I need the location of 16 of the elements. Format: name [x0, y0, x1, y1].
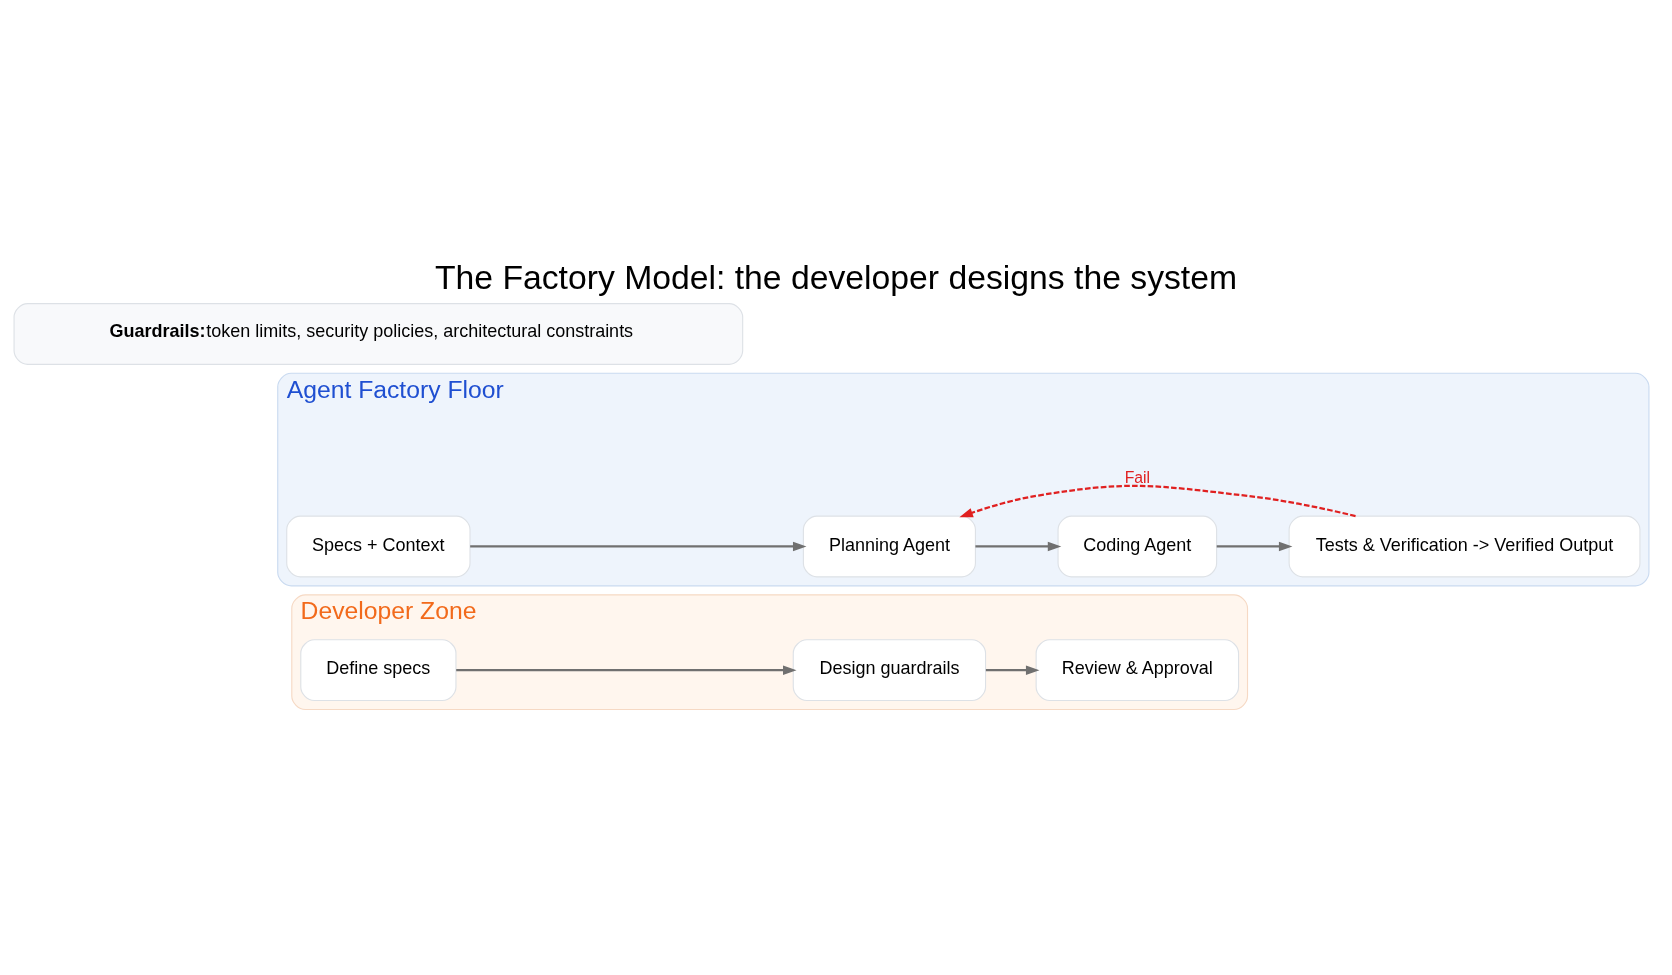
node-box: Design guardrails [792, 638, 987, 701]
arrow [985, 664, 1040, 675]
node-box: Define specs [300, 638, 457, 701]
arrow [975, 541, 1062, 551]
arrow [959, 484, 1356, 517]
diagram-title: The Factory Model: the developer designs the system [434, 257, 1238, 296]
node-box: Specs + Context [286, 515, 471, 577]
arrow [1216, 541, 1293, 551]
arrow [470, 541, 807, 551]
edge-label: Fail [1124, 468, 1151, 486]
node-box: Review & Approval [1035, 638, 1240, 701]
node-box: Planning Agent [802, 515, 976, 577]
node-box: Tests & Verification -> Verified Output [1288, 515, 1641, 577]
arrow [456, 664, 797, 675]
node-box: Guardrails:token limits, security policies, architectural constraints [13, 302, 744, 365]
node-box: Coding Agent [1057, 515, 1218, 577]
